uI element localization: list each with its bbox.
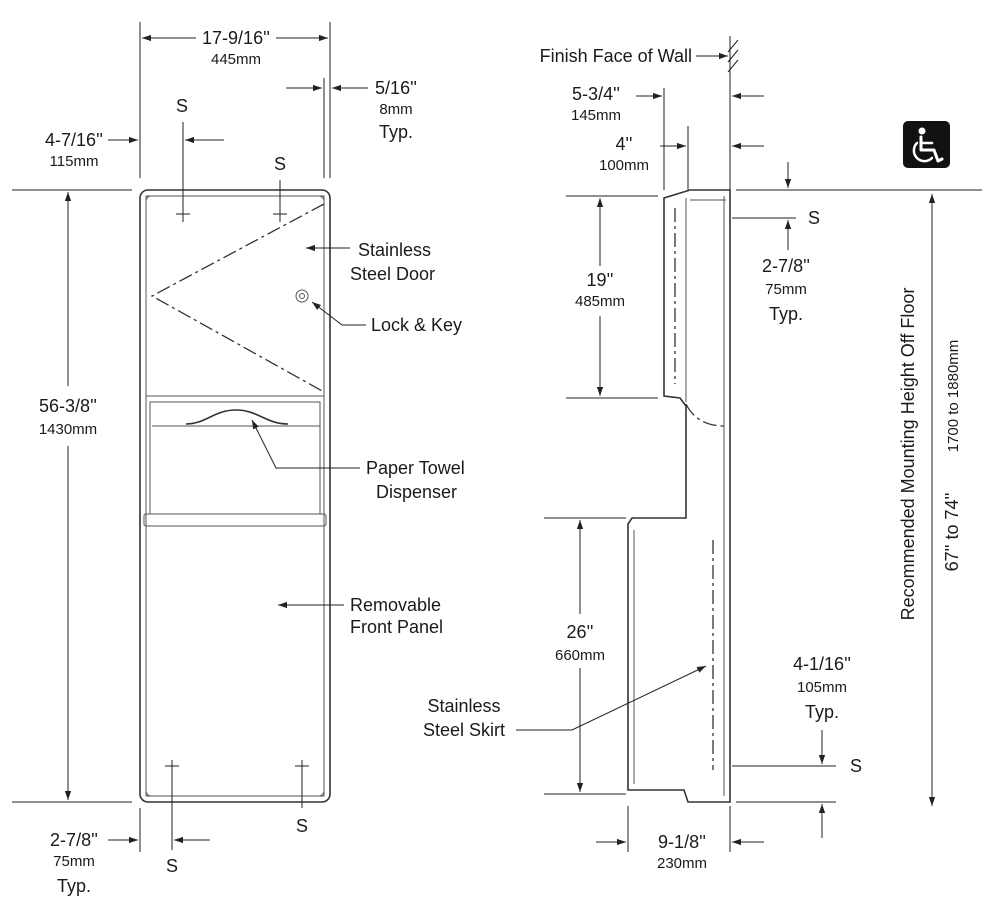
lip-imperial: 5/16'' — [375, 78, 417, 98]
top-depth-imperial: 5-3/4'' — [572, 84, 620, 104]
side-top-offset-typ: Typ. — [769, 304, 803, 324]
removable-front-panel — [145, 525, 325, 797]
top-offset-imperial: 4-7/16'' — [45, 130, 103, 150]
top-depth-metric: 145mm — [571, 107, 621, 124]
panel-label-1: Removable — [350, 595, 441, 615]
dispenser-height-imperial: 19'' — [587, 270, 614, 290]
bottom-offset-imperial: 2-7/8'' — [50, 830, 98, 850]
cabinet-depth-metric: 100mm — [599, 157, 649, 174]
bottom-depth-imperial: 9-1/8'' — [658, 832, 706, 852]
side-top-offset-imperial: 2-7/8'' — [762, 256, 810, 276]
width-metric: 445mm — [211, 51, 261, 68]
cabinet-inner-outline — [145, 195, 325, 797]
side-bottom-offset-typ: Typ. — [805, 702, 839, 722]
wall-label: Finish Face of Wall — [540, 46, 692, 66]
towel-label-1: Paper Towel — [366, 458, 465, 478]
towel-opening — [149, 401, 321, 515]
bottom-offset-metric: 75mm — [53, 853, 95, 870]
screw-marker-s: S — [296, 816, 308, 836]
screw-marker-s: S — [166, 856, 178, 876]
front-panel-lip — [143, 513, 327, 527]
door-label-2: Steel Door — [350, 264, 435, 284]
towel-label-2: Dispenser — [376, 482, 457, 502]
side-top-offset-metric: 75mm — [765, 281, 807, 298]
cabinet-outline — [139, 189, 331, 803]
mounting-imperial: 67'' to 74'' — [942, 493, 962, 572]
height-imperial: 56-3/8'' — [39, 396, 97, 416]
leader-skirt — [516, 665, 707, 731]
side-bottom-offset-imperial: 4-1/16'' — [793, 654, 851, 674]
width-imperial: 17-9/16'' — [202, 28, 270, 48]
cabinet-side-profile — [627, 189, 731, 803]
screw-marker-s: S — [176, 96, 188, 116]
dispenser-height-metric: 485mm — [575, 293, 625, 310]
leader-towel — [251, 419, 360, 469]
wall-hatch — [727, 39, 739, 73]
side-bottom-offset-metric: 105mm — [797, 679, 847, 696]
skirt-label-1: Stainless — [427, 696, 500, 716]
front-view: 17-9/16'' 445mm 5/16'' 8mm Typ. S 4-7/16… — [12, 22, 465, 896]
screw-marker-s: S — [808, 208, 820, 228]
top-offset-metric: 115mm — [50, 153, 99, 170]
door-fold-line — [150, 203, 325, 393]
lip-metric: 8mm — [379, 101, 412, 118]
mounting-label: Recommended Mounting Height Off Floor — [898, 288, 918, 621]
lock-keyhole — [299, 293, 305, 299]
door-swing-arc — [685, 403, 725, 427]
leader-lock — [311, 301, 366, 326]
skirt-label-2: Steel Skirt — [423, 720, 505, 740]
bottom-offset-typ: Typ. — [57, 876, 91, 896]
lip-typ: Typ. — [379, 122, 413, 142]
side-view: Finish Face of Wall 5-3/4'' 145mm 4'' 10… — [423, 36, 982, 872]
lock-label: Lock & Key — [371, 315, 462, 335]
lock-icon — [295, 289, 309, 303]
screw-marker-s: S — [274, 154, 286, 174]
door-label-1: Stainless — [358, 240, 431, 260]
skirt-height-imperial: 26'' — [567, 622, 594, 642]
screw-marker-s: S — [850, 756, 862, 776]
bottom-depth-metric: 230mm — [657, 855, 707, 872]
panel-label-2: Front Panel — [350, 617, 443, 637]
stainless-steel-door — [145, 195, 325, 397]
wheelchair-icon — [903, 121, 950, 168]
cabinet-depth-imperial: 4'' — [616, 134, 633, 154]
height-metric: 1430mm — [39, 421, 97, 438]
skirt-height-metric: 660mm — [555, 647, 605, 664]
mounting-metric: 1700 to 1880mm — [945, 340, 962, 453]
towel-outlet-curve — [185, 409, 289, 425]
